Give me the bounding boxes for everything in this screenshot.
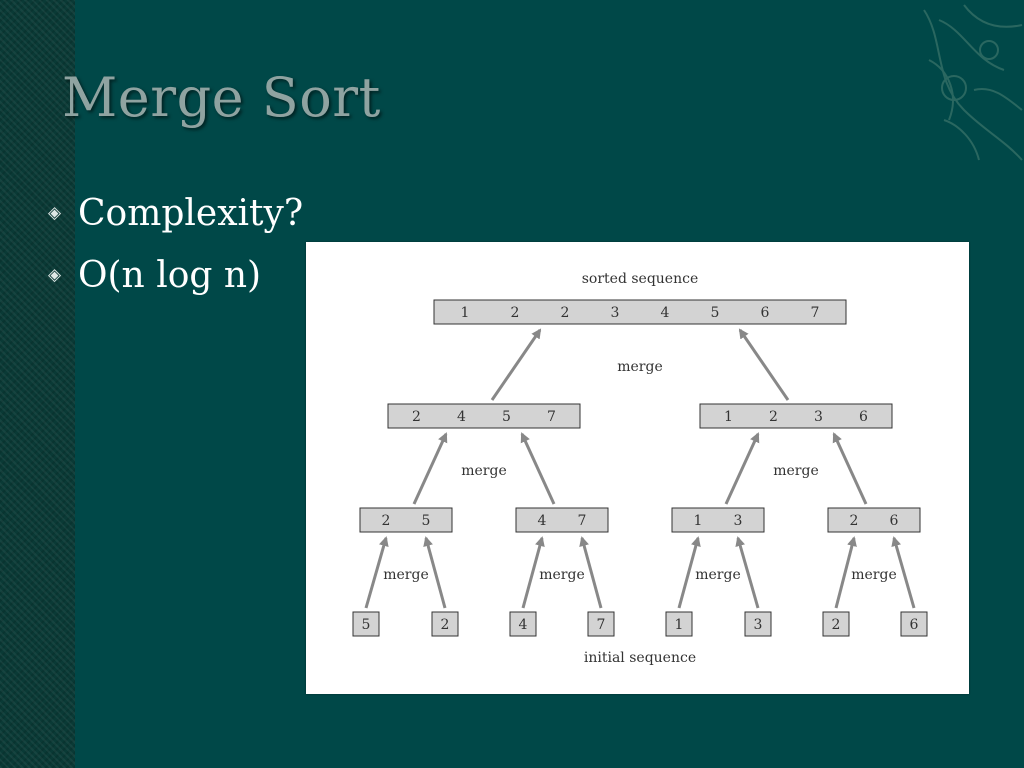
sequence-value: 7 — [811, 305, 820, 321]
sequence-value: 4 — [519, 617, 528, 633]
sequence-value: 1 — [724, 409, 733, 425]
sequence-value: 6 — [761, 305, 770, 321]
sequence-value: 4 — [457, 409, 466, 425]
sequence-box — [665, 611, 693, 637]
sequence-value: 7 — [578, 513, 587, 529]
bullet-list: ◈ Complexity? ◈ O(n log n) — [48, 182, 303, 306]
merge-arrow — [738, 328, 790, 401]
merge-label: merge — [383, 567, 429, 583]
slide-title: Merge Sort — [62, 66, 381, 129]
sequence-value: 2 — [850, 513, 859, 529]
sequence-box — [587, 611, 615, 637]
sequence-box — [822, 611, 850, 637]
sequence-box — [352, 611, 380, 637]
sequence-value: 5 — [711, 305, 720, 321]
merge-label: merge — [617, 359, 663, 375]
floral-ornament-icon — [923, 4, 1023, 161]
bullet-item: ◈ O(n log n) — [48, 244, 303, 306]
merge-arrow — [520, 432, 556, 505]
bullet-text: O(n log n) — [78, 254, 262, 296]
bullet-item: ◈ Complexity? — [48, 182, 303, 244]
sequence-value: 2 — [382, 513, 391, 529]
sequence-value: 1 — [461, 305, 470, 321]
sequence-value: 6 — [859, 409, 868, 425]
sequence-box — [359, 507, 453, 533]
bullet-text: Complexity? — [78, 192, 304, 234]
merge-sort-diagram-panel: 1 2 2 3 4 5 6 7 2 4 5 7 1 2 3 6 2 5 4 7 1 3 2 6 5 2 4 7 1 3 2 6 sorted s… — [306, 242, 969, 694]
merge-arrow — [834, 536, 857, 609]
merge-arrow — [521, 536, 545, 609]
merge-label: merge — [461, 463, 507, 479]
sequence-value: 5 — [502, 409, 511, 425]
merge-arrow — [579, 536, 603, 609]
sequence-value: 1 — [694, 513, 703, 529]
sequence-value: 6 — [910, 617, 919, 633]
sequence-box — [431, 611, 459, 637]
merge-label: merge — [695, 567, 741, 583]
merge-label: merge — [539, 567, 585, 583]
sequence-box — [699, 403, 893, 429]
sequence-value: 2 — [511, 305, 520, 321]
sequence-box — [827, 507, 921, 533]
sequence-value: 2 — [769, 409, 778, 425]
sequence-value: 2 — [441, 617, 450, 633]
sequence-value: 3 — [611, 305, 620, 321]
sequence-value: 2 — [412, 409, 421, 425]
diamond-bullet-icon: ◈ — [48, 265, 62, 285]
sequence-value: 6 — [890, 513, 899, 529]
merge-arrow — [677, 536, 701, 609]
merge-arrow — [832, 432, 868, 505]
sequence-value: 5 — [362, 617, 371, 633]
decorative-side-strip — [0, 0, 75, 768]
sequence-box — [671, 507, 765, 533]
sequence-box — [387, 403, 581, 429]
sequence-value: 3 — [754, 617, 763, 633]
merge-label: merge — [851, 567, 897, 583]
sequence-box — [433, 299, 847, 325]
merge-arrow — [891, 536, 916, 609]
sequence-value: 2 — [832, 617, 841, 633]
sorted-sequence-label: sorted sequence — [582, 271, 699, 287]
sequence-value: 7 — [547, 409, 556, 425]
merge-sort-diagram: 1 2 2 3 4 5 6 7 2 4 5 7 1 2 3 6 2 5 4 7 1 3 2 6 5 2 4 7 1 3 2 6 sorted s… — [352, 271, 928, 666]
merge-arrow — [724, 432, 760, 505]
merge-arrow — [735, 536, 760, 609]
sequence-box — [900, 611, 928, 637]
sequence-box — [515, 507, 609, 533]
sequence-value: 1 — [675, 617, 684, 633]
sequence-box — [744, 611, 772, 637]
merge-arrow — [423, 536, 447, 609]
sequence-value: 7 — [597, 617, 606, 633]
sequence-value: 4 — [661, 305, 670, 321]
merge-arrow — [364, 536, 389, 609]
diamond-bullet-icon: ◈ — [48, 203, 62, 223]
merge-arrow — [412, 432, 448, 505]
sequence-value: 2 — [561, 305, 570, 321]
merge-label: merge — [773, 463, 819, 479]
merge-arrow — [490, 328, 542, 401]
sequence-value: 3 — [734, 513, 743, 529]
sequence-value: 4 — [538, 513, 547, 529]
sequence-value: 3 — [814, 409, 823, 425]
sequence-box — [509, 611, 537, 637]
sequence-value: 5 — [422, 513, 431, 529]
initial-sequence-label: initial sequence — [584, 650, 696, 666]
